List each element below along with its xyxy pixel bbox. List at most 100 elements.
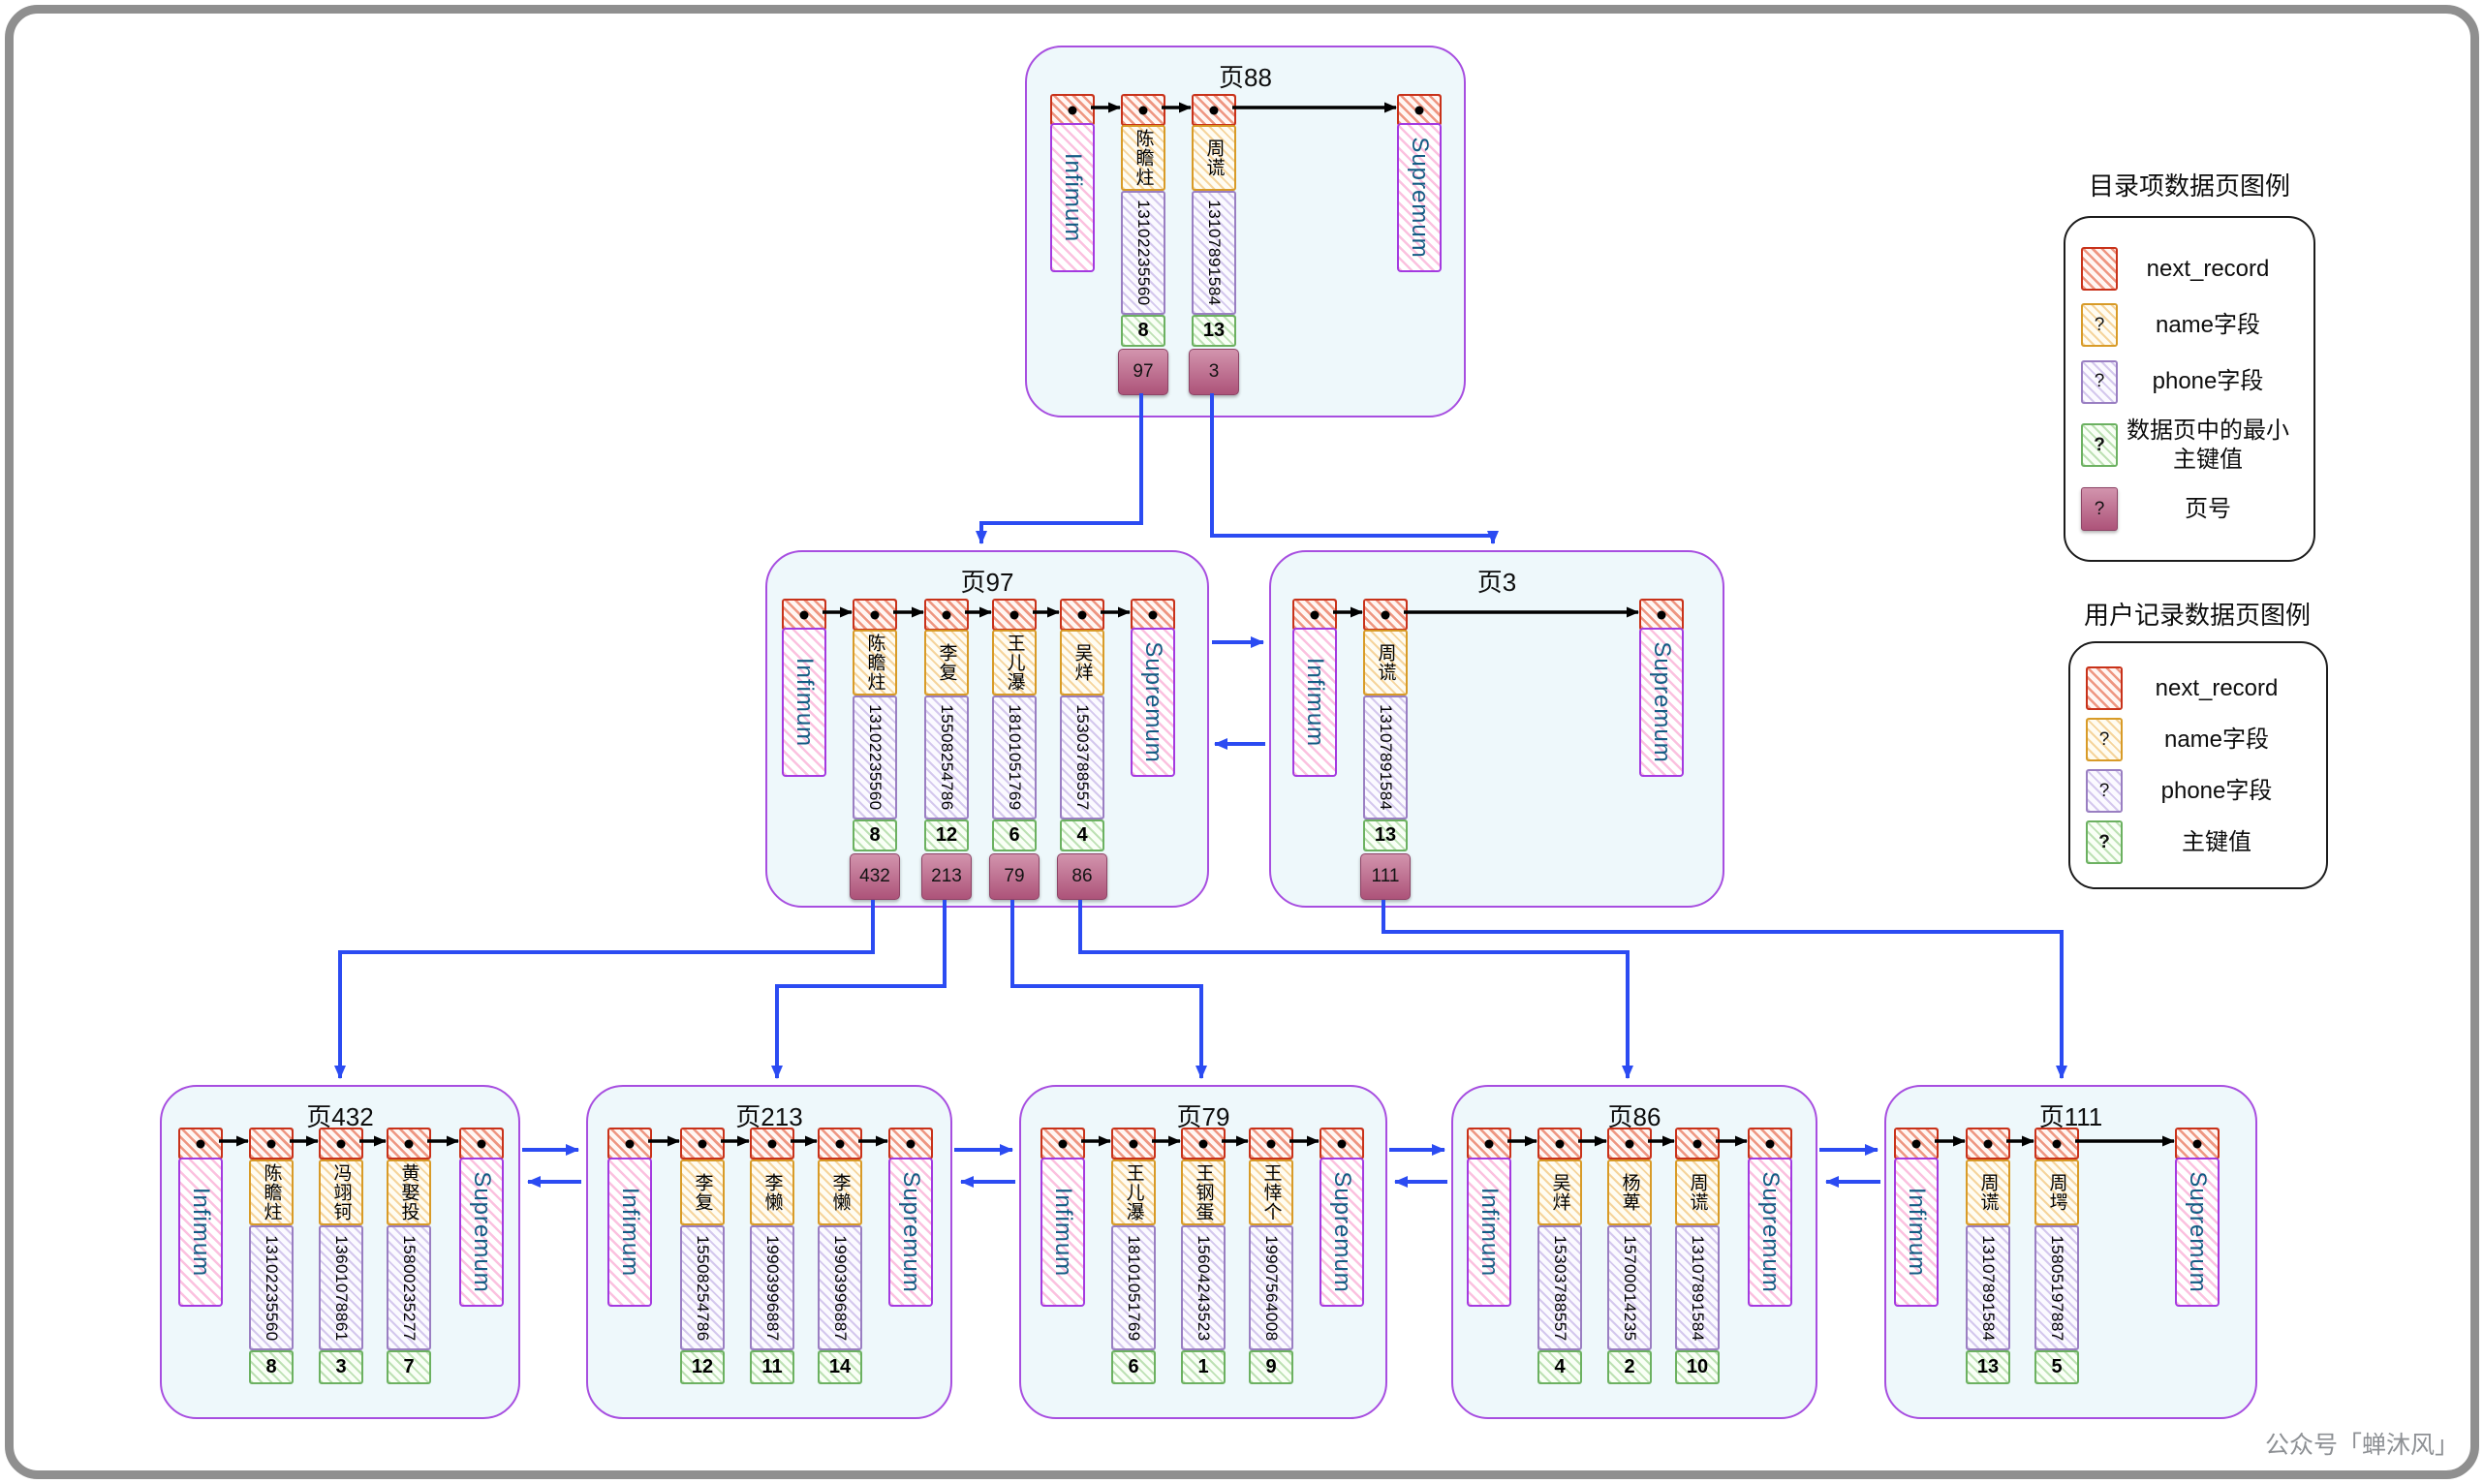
phone-text: 19903996887 — [831, 1234, 850, 1342]
record-pointer-dot — [477, 1139, 486, 1148]
legend-item: ? 页号 — [2081, 487, 2298, 531]
key-cell: 6 — [992, 819, 1037, 851]
infimum-text: Infimum — [617, 1187, 643, 1278]
next-record-cell — [1537, 1128, 1582, 1159]
supremum-cell: Supremum — [2175, 1158, 2220, 1307]
phone-cell: 15508254786 — [680, 1225, 725, 1350]
page-title: 页79 — [1176, 1102, 1230, 1131]
phone-cell: 15604243523 — [1181, 1225, 1226, 1350]
record-pointer-dot — [1555, 1139, 1565, 1148]
next-record-cell — [818, 1128, 862, 1159]
record-pointer-dot — [1148, 610, 1158, 619]
supremum-cell: Supremum — [1131, 628, 1175, 777]
name-cell: 周堮 — [2034, 1159, 2079, 1225]
record-pointer-dot — [1911, 1139, 1921, 1148]
swatch-placeholder: ? — [2098, 728, 2110, 750]
primary-key-swatch-icon: ? — [2086, 820, 2123, 864]
name-text: 周谎 — [1375, 643, 1396, 682]
legend-label-line: name字段 — [2155, 311, 2261, 338]
next-record-cell — [607, 1128, 652, 1159]
record-pointer-dot — [1765, 1139, 1775, 1148]
key-cell: 14 — [818, 1350, 862, 1384]
name-cell: 李复 — [680, 1159, 725, 1225]
name-text: 王儿瀑 — [1004, 634, 1025, 692]
phone-cell: 19903996887 — [750, 1225, 794, 1350]
infimum-text: Infimum — [1060, 152, 1086, 243]
infimum-cell: Infimum — [1894, 1158, 1939, 1307]
next-record-cell — [249, 1128, 294, 1159]
name-text: 周谎 — [1203, 139, 1225, 177]
next-record-cell — [1111, 1128, 1156, 1159]
next-record-cell — [750, 1128, 794, 1159]
key-cell: 9 — [1249, 1350, 1293, 1384]
record-pointer-dot — [1058, 1139, 1068, 1148]
infimum-cell: Infimum — [1050, 123, 1095, 272]
directory-legend-panel: next_record ? name字段 ? phone字段 ? 数据页中的最小… — [2064, 216, 2315, 562]
next-record-cell — [459, 1128, 504, 1159]
name-cell: 陈瞻炷 — [249, 1159, 294, 1225]
record-pointer-dot — [799, 610, 809, 619]
legend-label-line: phone字段 — [2160, 777, 2273, 804]
record-pointer-dot — [1625, 1139, 1634, 1148]
key-cell: 4 — [1537, 1350, 1582, 1384]
infimum-text: Infimum — [1302, 657, 1328, 748]
name-cell: 黄娶投 — [387, 1159, 431, 1225]
record-pointer-dot — [1484, 1139, 1494, 1148]
watermark: 公众号「蝉沐风」 — [2264, 1432, 2459, 1459]
key-cell: 13 — [1966, 1350, 2010, 1384]
phone-cell: 13102235560 — [1121, 191, 1165, 315]
legend-item: ? 数据页中的最小 主键值 — [2081, 417, 2298, 475]
supremum-text: Supremum — [1140, 641, 1166, 763]
phone-cell: 13107891584 — [1675, 1225, 1720, 1350]
next-record-cell — [1363, 599, 1408, 631]
name-text: 陈瞻炷 — [864, 634, 885, 692]
next-record-cell — [1060, 599, 1104, 631]
next-record-cell — [924, 599, 969, 631]
legend-item: ? name字段 — [2081, 303, 2298, 348]
record-pointer-dot — [336, 1139, 346, 1148]
phone-text: 15604243523 — [1195, 1234, 1213, 1342]
key-cell: 6 — [1111, 1350, 1156, 1384]
key-cell: 11 — [750, 1350, 794, 1384]
next-record-cell — [1397, 94, 1442, 126]
name-text: 陈瞻炷 — [261, 1163, 282, 1221]
legend-label-line: next_record — [2155, 674, 2279, 701]
next-record-cell — [1675, 1128, 1720, 1159]
name-text: 王悻个 — [1260, 1163, 1282, 1221]
name-field-swatch-icon: ? — [2081, 303, 2118, 348]
legend-label-line: next_record — [2146, 255, 2270, 282]
phone-field-swatch-icon: ? — [2086, 769, 2123, 813]
record-pointer-dot — [1266, 1139, 1276, 1148]
phone-cell: 15700014235 — [1607, 1225, 1652, 1350]
legend-label-line: 主键值 — [2173, 446, 2243, 473]
phone-field-swatch-icon: ? — [2081, 359, 2118, 404]
name-field-swatch-icon: ? — [2086, 718, 2123, 761]
name-cell: 王儿瀑 — [1111, 1159, 1156, 1225]
next-record-cell — [1467, 1128, 1511, 1159]
legend-label: phone字段 — [2123, 777, 2311, 806]
page-title: 页3 — [1476, 568, 1517, 597]
phone-text: 19903996887 — [763, 1234, 782, 1342]
record-pointer-dot — [1068, 106, 1077, 114]
name-cell: 杨萆 — [1607, 1159, 1652, 1225]
page-title: 页213 — [735, 1102, 803, 1131]
supremum-cell: Supremum — [888, 1158, 933, 1307]
record-pointer-dot — [698, 1139, 707, 1148]
supremum-cell: Supremum — [459, 1158, 504, 1307]
next-record-cell — [2034, 1128, 2079, 1159]
supremum-cell: Supremum — [1397, 123, 1442, 272]
name-cell: 周谎 — [1192, 125, 1236, 191]
key-cell: 3 — [319, 1350, 363, 1384]
infimum-cell: Infimum — [1467, 1158, 1511, 1307]
phone-text: 13107891584 — [1377, 704, 1395, 811]
infimum-text: Infimum — [1050, 1187, 1076, 1278]
infimum-text: Infimum — [1476, 1187, 1503, 1278]
swatch-placeholder: ? — [2094, 371, 2105, 391]
supremum-cell: Supremum — [1320, 1158, 1364, 1307]
pageno-cell: 3 — [1189, 349, 1239, 395]
legend-label: 页号 — [2118, 495, 2298, 524]
pageno-cell: 79 — [989, 853, 1040, 900]
record-pointer-dot — [625, 1139, 635, 1148]
name-cell: 陈瞻炷 — [1121, 125, 1165, 191]
